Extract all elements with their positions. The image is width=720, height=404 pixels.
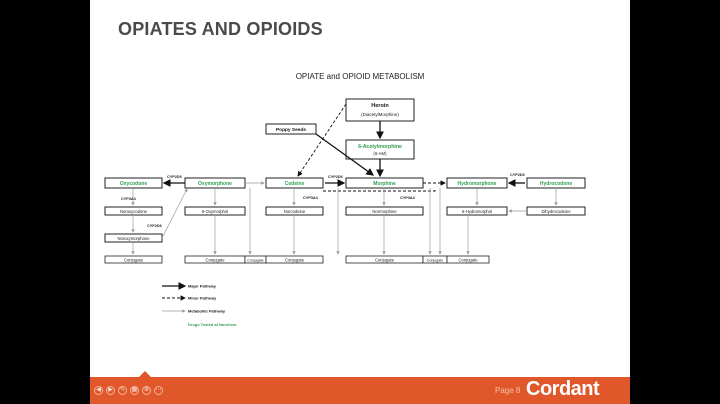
oxymorphone-label: Oxymorphone <box>198 181 232 187</box>
oxycodone-node: Oxycodone <box>104 177 163 189</box>
conjugate-label: Conjugate <box>285 258 305 263</box>
hydrocodone-node: Hydrocodone <box>526 177 586 189</box>
pen-icon[interactable]: ✎ <box>118 386 127 395</box>
metabolite-pathway-arrows <box>131 181 558 255</box>
6-hydromorphol-node: 6-Hydromorphol <box>446 206 508 216</box>
enzyme-labels: CYP2D6 CYP3A4 CYP2D6 CYP2D6 CYP3A4 CYP3A… <box>121 173 525 228</box>
heroin-sub: (DiacetylMorphine) <box>361 112 399 117</box>
legend-metabolite: Metabolite Pathway <box>162 309 226 314</box>
noroxycodone-label: Noroxycodone <box>120 209 148 214</box>
legend-metabolite-label: Metabolite Pathway <box>188 309 226 314</box>
hydromorphone-node: Hydromorphone <box>446 177 508 189</box>
slide-title: OPIATES AND OPIOIDS <box>118 19 323 39</box>
conjugate-label: Conjugate <box>205 258 225 263</box>
conjugate-label: Conjugate <box>247 259 263 263</box>
legend-minor-label: Minor Pathway <box>188 296 217 301</box>
legend-minor: Minor Pathway <box>162 295 217 301</box>
conjugate-node: Conjugate <box>265 255 324 264</box>
next-slide-icon[interactable]: ▶ <box>106 386 115 395</box>
noroxycodone-node: Noroxycodone <box>104 206 163 216</box>
more-options-icon[interactable]: ⋯ <box>154 386 163 395</box>
6-oxymorphol-label: 6-Oxymorphol <box>202 209 228 214</box>
normorphine-label: Normorphine <box>372 209 397 214</box>
codeine-label: Codeine <box>285 181 305 187</box>
conjugate-label: Conjugate <box>427 259 443 263</box>
heroin-node: Heroin (DiacetylMorphine) <box>345 98 415 122</box>
conjugate-label: Conjugate <box>375 258 395 263</box>
oxymorphone-node: Oxymorphone <box>184 177 246 189</box>
slideshow-controls: ◀ ▶ ✎ ▦ ⊕ ⋯ <box>94 386 163 395</box>
6-oxymorphol-node: 6-Oxymorphol <box>184 206 246 216</box>
noroxymorphone-node: Noroxymorphone <box>104 233 163 243</box>
conjugate-node: Conjugate <box>244 255 267 264</box>
6-hydromorphol-label: 6-Hydromorphol <box>462 209 492 214</box>
6-acetylmorphine-node: 6-Acetylmorphine (6-AM) <box>345 139 415 160</box>
enzyme-label: CYP3A4 <box>400 196 416 200</box>
enzyme-label: CYP3A4 <box>121 197 137 201</box>
conjugate-row: Conjugate Conjugate Conjugate Conjugate … <box>104 255 490 264</box>
metabolism-diagram: OPIATE and OPIOID METABOLISM Heroin (Dia… <box>104 72 586 327</box>
enzyme-label: CYP3A4 <box>303 196 319 200</box>
diagram-title: OPIATE and OPIOID METABOLISM <box>296 72 425 81</box>
poppy-seeds-node: Poppy Seeds <box>265 123 317 135</box>
legend-major: Major Pathway <box>162 282 217 290</box>
6-acetylmorphine-sub: (6-AM) <box>373 151 387 156</box>
previous-slide-icon[interactable]: ◀ <box>94 386 103 395</box>
hydrocodone-label: Hydrocodone <box>540 181 572 187</box>
enzyme-label: CYP2D6 <box>510 173 525 177</box>
heroin-label: Heroin <box>371 103 389 109</box>
page-number: Page 8 <box>495 386 521 395</box>
enzyme-label: CYP2D6 <box>167 175 182 179</box>
conjugate-node: Conjugate <box>446 255 490 264</box>
minor-pathway-arrows <box>297 103 446 192</box>
normorphine-node: Normorphine <box>345 206 424 216</box>
major-pathway-arrows <box>162 121 525 187</box>
norcodeine-label: Norcodeine <box>284 209 306 214</box>
enzyme-label: CYP2D6 <box>147 224 162 228</box>
conjugate-node: Conjugate <box>422 255 448 264</box>
legend-tested-label: Drugs Tested at Norchem <box>188 322 237 327</box>
legend: Major Pathway Minor Pathway Metabolite P… <box>162 282 237 327</box>
legend-major-label: Major Pathway <box>188 284 217 289</box>
conjugate-node: Conjugate <box>184 255 246 264</box>
norcodeine-node: Norcodeine <box>265 206 324 216</box>
conjugate-node: Conjugate <box>345 255 424 264</box>
slides-grid-icon[interactable]: ▦ <box>130 386 139 395</box>
conjugate-label: Conjugate <box>458 258 478 263</box>
6-acetylmorphine-label: 6-Acetylmorphine <box>358 144 402 150</box>
enzyme-label: CYP2D6 <box>328 175 343 179</box>
hydromorphone-label: Hydromorphone <box>458 181 497 187</box>
cordant-logo: Cordant <box>526 378 600 400</box>
footer-bar: ◀ ▶ ✎ ▦ ⊕ ⋯ Page 8 Cordant <box>90 377 630 404</box>
morphine-node: Morphine <box>345 177 424 189</box>
codeine-node: Codeine <box>265 177 324 189</box>
dihydrocodeine-node: Dihydrocodeine <box>526 206 586 216</box>
dihydrocodeine-label: Dihydrocodeine <box>541 209 571 214</box>
slide: OPIATES AND OPIOIDS OPIATE and OPIOID ME… <box>90 0 630 404</box>
zoom-icon[interactable]: ⊕ <box>142 386 151 395</box>
conjugate-label: Conjugate <box>124 258 144 263</box>
poppy-seeds-label: Poppy Seeds <box>276 127 306 133</box>
conjugate-node: Conjugate <box>104 255 163 264</box>
footer-notch <box>138 371 152 378</box>
noroxymorphone-label: Noroxymorphone <box>117 236 150 241</box>
morphine-label: Morphine <box>373 181 396 187</box>
oxycodone-label: Oxycodone <box>120 181 147 187</box>
